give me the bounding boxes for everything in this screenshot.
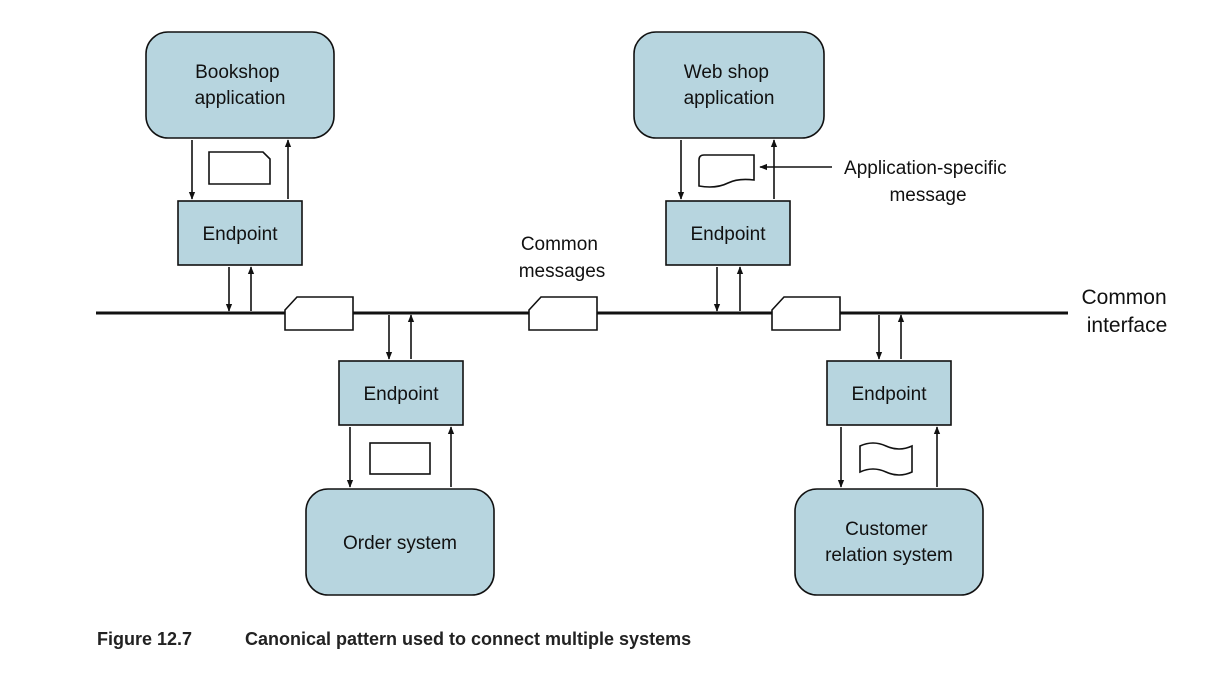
svg-text:Web shop application: Web shop application: [684, 62, 775, 109]
bookshop-application-box: Bookshop application: [145, 31, 335, 139]
common-message-icon-2: [528, 296, 598, 331]
arrows-crm-endpoint-bus: [875, 314, 905, 360]
arrows-crm-endpoint: [837, 426, 941, 488]
bookshop-label-line1: Bookshop: [195, 62, 280, 83]
svg-text:Order system: Order system: [343, 533, 457, 554]
endpoint-webshop-label: Endpoint: [690, 224, 766, 245]
arrows-webshop-endpoint: [677, 139, 778, 200]
endpoint-order-label: Endpoint: [363, 384, 439, 405]
crm-message-icon: [859, 442, 913, 476]
webshop-application-box: Web shop application: [633, 31, 825, 139]
crm-label-line2: relation system: [825, 545, 953, 566]
order-message-icon: [369, 442, 431, 475]
endpoint-order: Endpoint: [338, 360, 464, 426]
endpoint-crm-label: Endpoint: [851, 384, 927, 405]
figure-number: Figure 12.7: [97, 629, 192, 649]
bookshop-message-icon: [208, 151, 271, 185]
svg-text:Customer relation system: Customer relation system: [825, 519, 953, 566]
crm-label-line1: Customer: [845, 519, 928, 540]
webshop-label-line2: application: [684, 88, 775, 109]
common-messages-label: Common messages: [519, 234, 606, 282]
arrows-webshop-endpoint-bus: [713, 266, 744, 312]
common-message-icon-1: [284, 296, 354, 331]
app-specific-message-label: Application-specific message: [844, 158, 1012, 206]
arrows-bookshop-endpoint-bus: [225, 266, 255, 312]
arrows-bookshop-endpoint: [188, 139, 292, 200]
common-interface-label: Common interface: [1081, 286, 1172, 337]
arrows-order-endpoint: [346, 426, 455, 488]
endpoint-bookshop: Endpoint: [177, 200, 303, 266]
order-system-box: Order system: [305, 488, 495, 596]
figure-caption: Figure 12.7 Canonical pattern used to co…: [97, 629, 691, 649]
svg-text:Bookshop application: Bookshop application: [195, 62, 286, 109]
webshop-label-line1: Web shop: [684, 62, 769, 83]
endpoint-bookshop-label: Endpoint: [202, 224, 278, 245]
customer-relation-system-box: Customer relation system: [794, 488, 984, 596]
figure-caption-text: Canonical pattern used to connect multip…: [245, 629, 691, 649]
webshop-message-icon: [698, 154, 755, 188]
endpoint-webshop: Endpoint: [665, 200, 791, 266]
common-message-icon-3: [771, 296, 841, 331]
endpoint-crm: Endpoint: [826, 360, 952, 426]
bookshop-label-line2: application: [195, 88, 286, 109]
arrows-order-endpoint-bus: [385, 314, 415, 360]
order-system-label: Order system: [343, 533, 457, 554]
